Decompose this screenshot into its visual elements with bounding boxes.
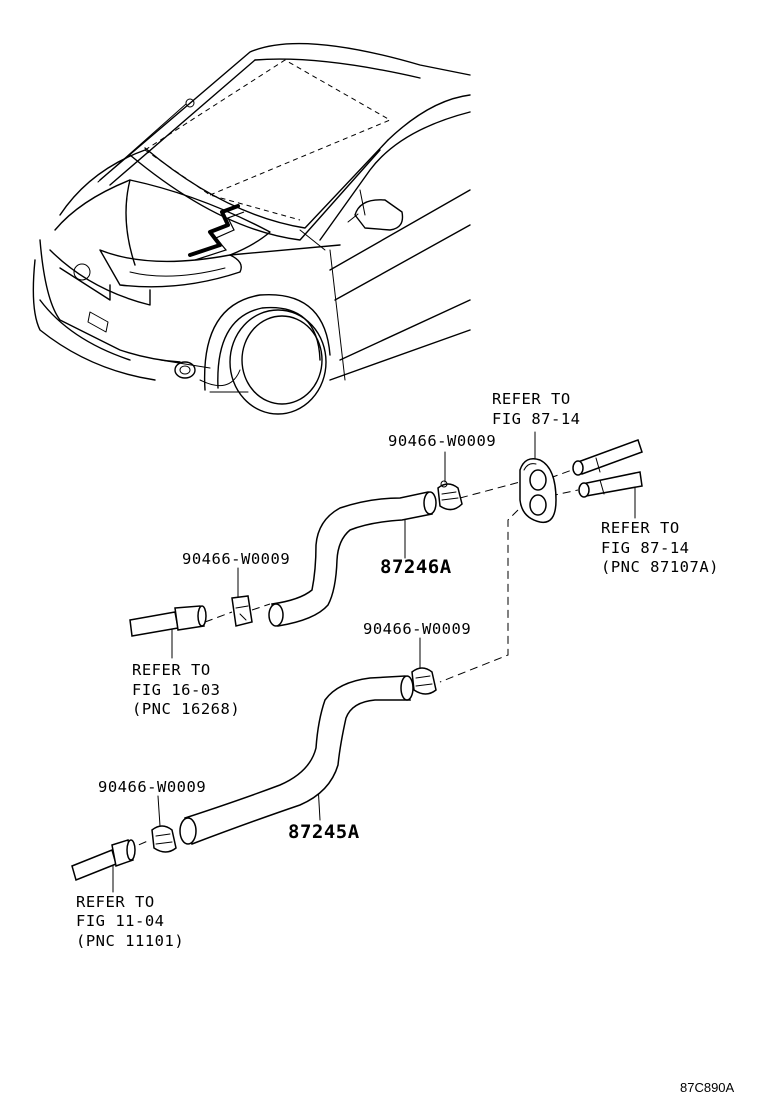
label-clip-upper-left[interactable]: 90466-W0009 (182, 550, 290, 568)
label-hose-87246a[interactable]: 87246A (380, 556, 452, 578)
label-clip-mid[interactable]: 90466-W0009 (363, 620, 471, 638)
ref-engine-upper-line3[interactable]: (PNC 16268) (132, 700, 240, 718)
engine-pipe-lower[interactable] (71, 839, 136, 882)
ref-grommet-line2[interactable]: FIG 87-14 (492, 410, 581, 428)
clip-mid[interactable] (411, 667, 437, 695)
clip-upper-right[interactable] (437, 480, 463, 511)
ref-engine-upper-line1[interactable]: REFER TO (132, 661, 211, 679)
figure-code: 87C890A (680, 1080, 735, 1095)
heater-pipes[interactable] (572, 439, 643, 498)
ref-heater-line2[interactable]: FIG 87-14 (601, 539, 690, 557)
ref-engine-upper-line2[interactable]: FIG 16-03 (132, 681, 221, 699)
leader-lines (112, 431, 636, 893)
labels: REFER TO FIG 87-14 90466-W0009 REFER TO … (76, 390, 735, 1095)
ref-engine-lower-line1[interactable]: REFER TO (76, 893, 155, 911)
label-clip-lower[interactable]: 90466-W0009 (98, 778, 206, 796)
hose-87245a[interactable] (179, 675, 414, 845)
label-clip-upper-right[interactable]: 90466-W0009 (388, 432, 496, 450)
car-illustration (32, 42, 471, 415)
ref-heater-line3[interactable]: (PNC 87107A) (601, 558, 719, 576)
grommet[interactable] (519, 458, 557, 524)
label-hose-87245a[interactable]: 87245A (288, 821, 360, 843)
hose-87246a[interactable] (268, 491, 437, 627)
ref-engine-lower-line3[interactable]: (PNC 11101) (76, 932, 184, 950)
ref-engine-lower-line2[interactable]: FIG 11-04 (76, 912, 165, 930)
clip-upper-left[interactable] (231, 595, 253, 627)
ref-heater-line1[interactable]: REFER TO (601, 519, 680, 537)
engine-pipe-upper[interactable] (129, 605, 207, 637)
clip-lower[interactable] (151, 825, 177, 853)
ref-grommet-line1[interactable]: REFER TO (492, 390, 571, 408)
